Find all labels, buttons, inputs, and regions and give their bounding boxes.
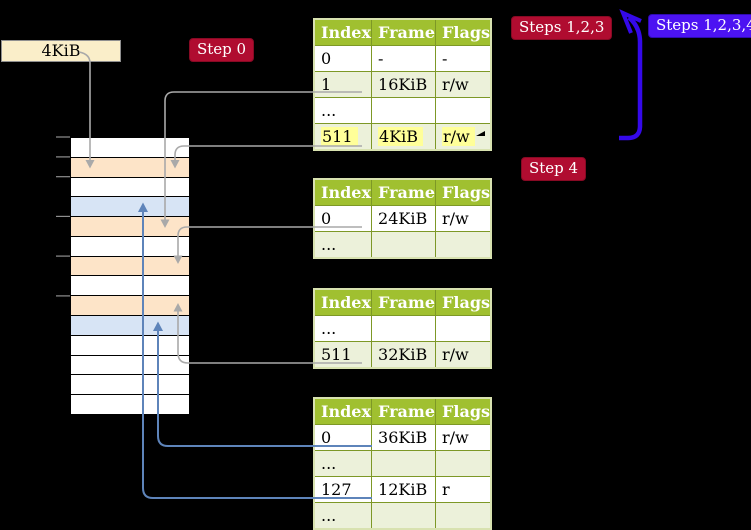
table-cell: r [435, 476, 492, 503]
steps-loop-arrow [619, 9, 643, 141]
column-header: Frame [371, 288, 437, 316]
column-header: Frame [371, 178, 437, 206]
table-cell: 32KiB [371, 341, 437, 369]
big-arrowhead-icon [619, 9, 642, 34]
table-cell [435, 315, 492, 342]
table-cell: ... [313, 315, 373, 342]
table-cell: 511 [313, 123, 373, 151]
memory-frame-row [71, 236, 189, 257]
page-size-box: 4KiB [1, 40, 121, 62]
table-cell: r/w [435, 341, 492, 369]
table-cell [371, 315, 437, 342]
table-cell: r/w [435, 123, 492, 151]
table-cell [435, 502, 492, 530]
table-cell: 36KiB [371, 424, 437, 451]
highlighted-value: r/w [442, 127, 475, 146]
table-cell [435, 450, 492, 477]
column-header: Flags [435, 397, 492, 425]
table-cell: r/w [435, 424, 492, 451]
table-cell: 12KiB [371, 476, 437, 503]
memory-frame-row [71, 256, 189, 277]
table-cell [371, 450, 437, 477]
table-cell [435, 97, 492, 124]
highlighted-value: 4KiB [378, 127, 424, 146]
table-cell: 0 [313, 205, 373, 232]
table-cell [371, 97, 437, 124]
memory-frame-row [71, 276, 189, 297]
column-header: Index [313, 18, 373, 46]
badge-step-0: Step 0 [189, 38, 255, 62]
column-header: Flags [435, 18, 492, 46]
table-cell: 511 [313, 341, 373, 369]
column-header: Index [313, 397, 373, 425]
column-header: Frame [371, 18, 437, 46]
memory-frame-row [71, 395, 189, 414]
table-cell: - [435, 45, 492, 72]
memory-strip-ticks [56, 136, 70, 297]
table-row: ... [313, 450, 492, 477]
table-row: ... [313, 502, 492, 530]
memory-frame-row [71, 296, 189, 317]
table-cell: 0 [313, 424, 373, 451]
table-row: ... [313, 97, 492, 124]
table-cell [435, 231, 492, 259]
physical-memory-strip [70, 137, 190, 415]
memory-frame-row [71, 335, 189, 356]
table-cell: r/w [435, 205, 492, 232]
table-cell [371, 231, 437, 259]
column-header: Flags [435, 288, 492, 316]
memory-frame-row [71, 177, 189, 198]
table-cell: 4KiB [371, 123, 437, 151]
badge-steps-1-2-3-4: Steps 1,2,3,4 [648, 14, 751, 38]
table-cell: r/w [435, 71, 492, 98]
memory-frame-row [71, 316, 189, 336]
table-cell: 0 [313, 45, 373, 72]
memory-frame-row [71, 355, 189, 376]
column-header: Frame [371, 397, 437, 425]
memory-frame-row [71, 217, 189, 237]
column-header: Index [313, 178, 373, 206]
memory-frame-row [71, 157, 189, 178]
table-cell: ... [313, 231, 373, 259]
table-cell [371, 502, 437, 530]
memory-frame-row [71, 375, 189, 396]
table-row: ... [313, 315, 492, 342]
table-row: ... [313, 231, 492, 259]
memory-frame-row [71, 138, 189, 158]
table-cell: - [371, 45, 437, 72]
table-cell: 127 [313, 476, 373, 503]
table-cell: ... [313, 97, 373, 124]
table-row: 511 4KiB r/w [313, 123, 492, 151]
memory-frame-row [71, 197, 189, 218]
badge-steps-1-2-3: Steps 1,2,3 [511, 16, 613, 40]
table-cell: ... [313, 502, 373, 530]
badge-step-4: Step 4 [521, 157, 587, 181]
table-cell: 16KiB [371, 71, 437, 98]
column-header: Flags [435, 178, 492, 206]
column-header: Index [313, 288, 373, 316]
table-cell: ... [313, 450, 373, 477]
highlighted-value: 511 [321, 127, 358, 146]
table-cell: 1 [313, 71, 373, 98]
table-row: 0-- [313, 45, 492, 72]
table-cell: 24KiB [371, 205, 437, 232]
page-size-label: 4KiB [41, 41, 81, 60]
